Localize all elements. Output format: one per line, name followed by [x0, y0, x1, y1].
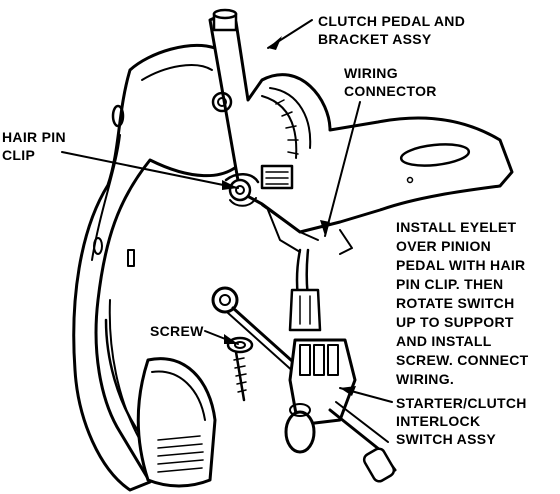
wiring-connector [288, 248, 322, 332]
hair-pin-clip-assembly [224, 164, 294, 207]
top-stud [212, 8, 238, 32]
label-hair-pin-clip: HAIR PIN CLIP [2, 129, 66, 163]
interlock-switch [284, 338, 397, 483]
label-screw: SCREW [150, 323, 204, 339]
label-clutch-pedal-and-bracket: CLUTCH PEDAL AND BRACKET ASSY [318, 13, 466, 47]
label-starter-clutch-interlock-switch: STARTER/CLUTCH INTERLOCK SWITCH ASSY [396, 395, 527, 447]
pedal-pad [136, 357, 217, 488]
leader-wiring-connector [324, 101, 361, 237]
screw [226, 336, 254, 402]
label-installation-instruction: INSTALL EYELET OVER PINION PEDAL WITH HA… [396, 219, 529, 387]
leader-hair-pin-clip [61, 151, 239, 189]
leader-arrowheads [222, 36, 356, 396]
label-wiring-connector: WIRING CONNECTOR [344, 65, 437, 99]
